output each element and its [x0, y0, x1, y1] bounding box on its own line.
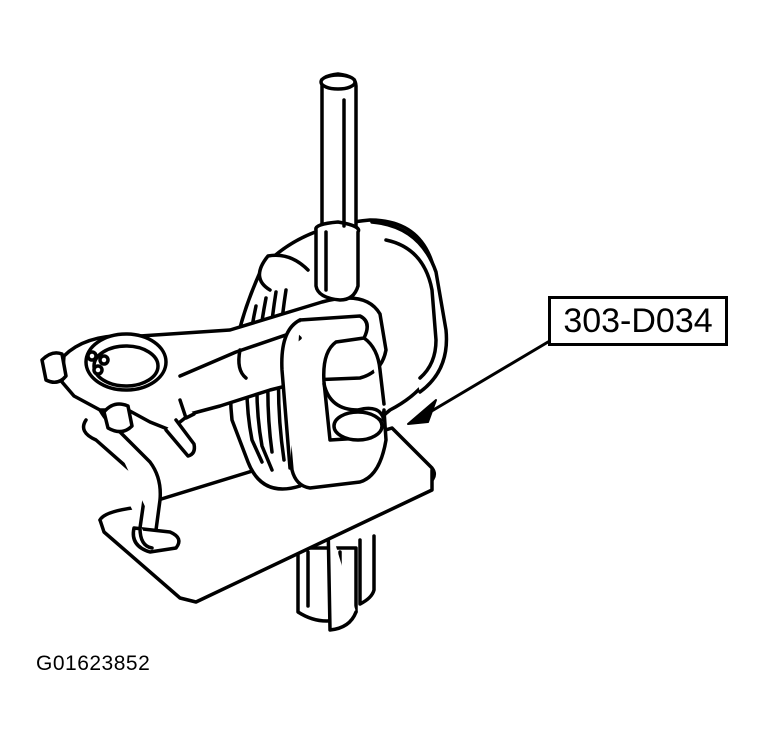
upper-pin: [314, 72, 361, 302]
part-number-label: 303-D034: [548, 296, 728, 346]
lower-pin: [296, 518, 376, 632]
callout-arrow: [407, 340, 550, 425]
clamp-block: [280, 314, 388, 490]
figure-id: G01623852: [36, 652, 151, 675]
